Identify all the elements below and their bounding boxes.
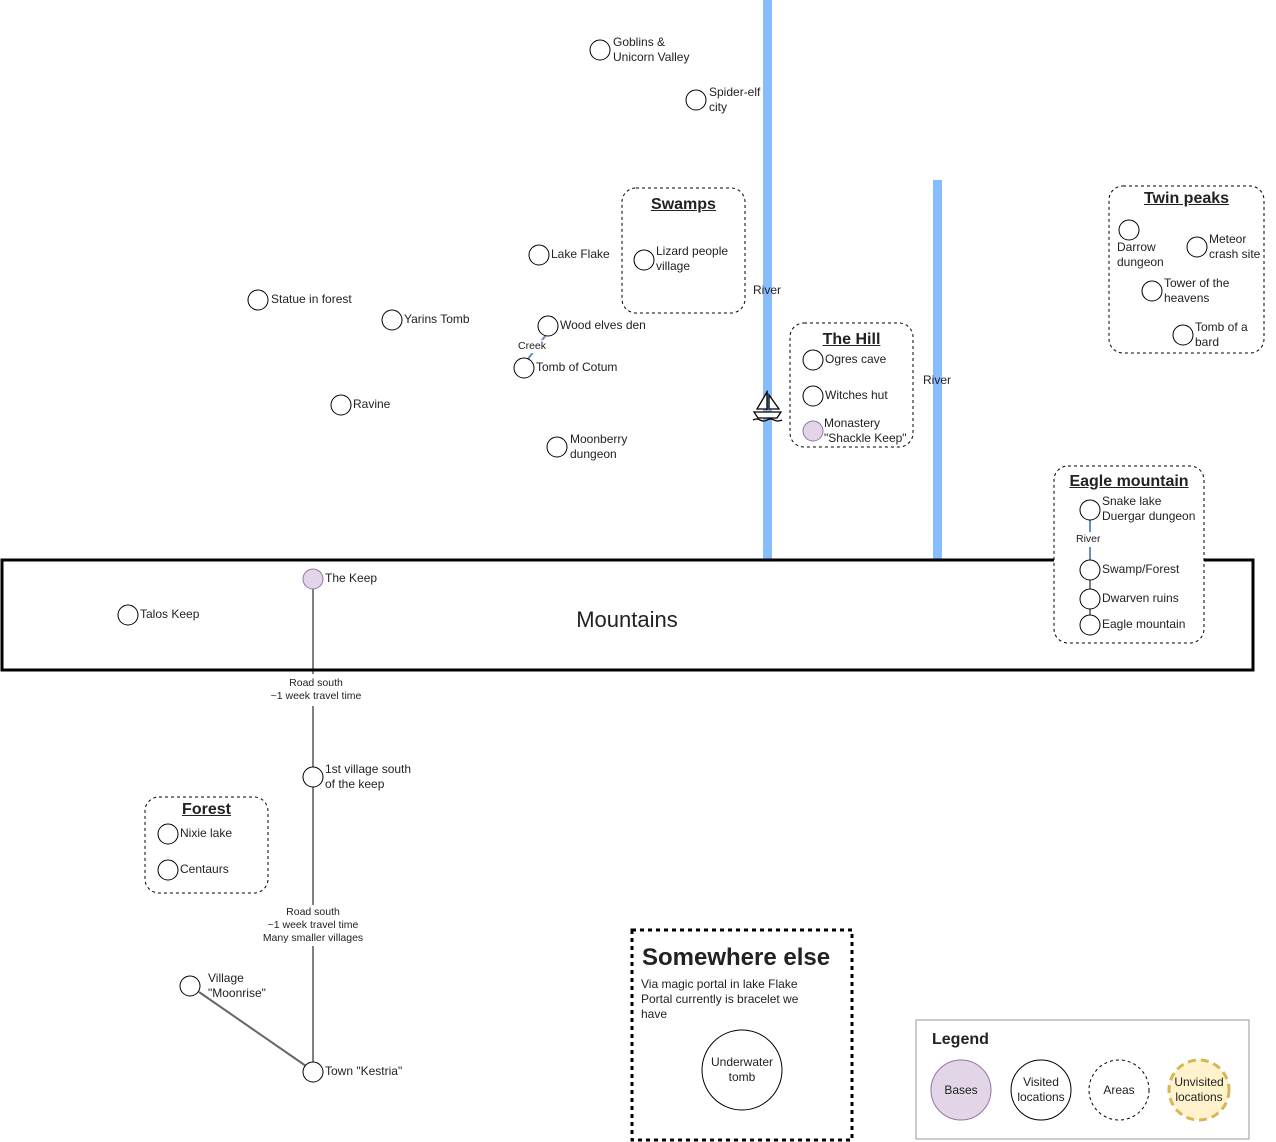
location-first-village: 1st village south of the keep xyxy=(325,762,412,791)
location-eagle-mountain: Eagle mountain xyxy=(1102,617,1186,631)
somewhere-else-title: Somewhere else xyxy=(642,944,831,971)
location-town-kestria: Town "Kestria" xyxy=(325,1064,403,1078)
area-forest-title: Forest xyxy=(182,801,231,818)
location-nixie-lake: Nixie lake xyxy=(180,826,233,840)
road-south-label: Road south ~1 week travel time Many smal… xyxy=(248,906,378,945)
river-right xyxy=(933,180,942,561)
location-yarins-tomb: Yarins Tomb xyxy=(404,312,470,326)
legend-visited-symbol xyxy=(1010,1059,1072,1121)
legend-areas-symbol xyxy=(1088,1059,1150,1121)
location-ogres-cave: Ogres cave xyxy=(825,352,887,366)
location-lizard-people-village: Lizard people village xyxy=(656,244,729,273)
location-darrow-dungeon: Darrow dungeon xyxy=(1117,240,1164,269)
sailboat-icon xyxy=(752,389,783,422)
area-swamps xyxy=(621,187,746,314)
location-ravine: Ravine xyxy=(353,397,391,411)
mountains-range xyxy=(0,558,1255,672)
location-snake-lake-duergar-dungeon: Snake lake Duergar dungeon xyxy=(1102,494,1196,523)
area-twin-peaks-title: Twin peaks xyxy=(1143,190,1230,207)
river-left-label: River xyxy=(753,283,782,297)
area-eagle-mountain-title: Eagle mountain xyxy=(1069,473,1189,490)
mountains-label: Mountains xyxy=(576,607,678,632)
location-witches-hut: Witches hut xyxy=(825,388,888,402)
location-moonberry-dungeon: Moonberry dungeon xyxy=(570,432,628,461)
location-meteor-crash-site: Meteor crash site xyxy=(1209,232,1261,261)
area-twin-peaks xyxy=(1108,185,1265,354)
area-swamps-title: Swamps xyxy=(651,196,716,213)
somewhere-else-description: Via magic portal in lake Flake Portal cu… xyxy=(641,977,799,1021)
area-the-hill-title: The Hill xyxy=(822,331,881,348)
road-north-label: Road south ~1 week travel time xyxy=(258,677,374,703)
location-centaurs: Centaurs xyxy=(180,862,229,876)
location-monastery-shackle-keep: Monastery "Shackle Keep" xyxy=(824,416,907,445)
location-goblins-unicorn-valley: Goblins & Unicorn Valley xyxy=(613,35,690,64)
location-tomb-of-a-bard: Tomb of a bard xyxy=(1195,320,1248,349)
legend-bases-symbol xyxy=(930,1059,992,1121)
location-spider-elf-city: Spider-elf city xyxy=(709,85,761,114)
river-right-label: River xyxy=(923,373,952,387)
creek-label: Creek xyxy=(518,340,547,353)
location-statue-in-forest: Statue in forest xyxy=(271,292,352,306)
legend-unvisited-symbol xyxy=(1167,1058,1231,1122)
location-dwarven-ruins: Dwarven ruins xyxy=(1102,591,1179,605)
legend-bases-label: Bases xyxy=(944,1083,978,1097)
location-talos-keep: Talos Keep xyxy=(140,607,200,621)
legend-areas-label: Areas xyxy=(1103,1083,1135,1097)
location-the-keep: The Keep xyxy=(325,571,378,585)
location-village-moonrise: Village "Moonrise" xyxy=(208,971,266,1000)
location-underwater-tomb: Underwater tomb xyxy=(710,1055,774,1084)
location-wood-elves-den: Wood elves den xyxy=(560,318,646,332)
location-tower-of-the-heavens: Tower of the heavens xyxy=(1164,276,1230,305)
eagle-river-label: River xyxy=(1076,533,1101,546)
location-lake-flake: Lake Flake xyxy=(551,247,610,261)
location-swamp-forest: Swamp/Forest xyxy=(1102,562,1180,576)
base-markers xyxy=(302,420,824,590)
legend-unvisited-label: Unvisited locations xyxy=(1174,1075,1224,1104)
road-moonrise xyxy=(198,991,307,1067)
legend-title: Legend xyxy=(932,1031,989,1048)
location-tomb-of-cotum: Tomb of Cotum xyxy=(536,360,618,374)
legend-visited-label: Visited locations xyxy=(1017,1075,1065,1104)
visited-location-markers xyxy=(117,39,1208,1111)
river-left xyxy=(763,0,772,561)
